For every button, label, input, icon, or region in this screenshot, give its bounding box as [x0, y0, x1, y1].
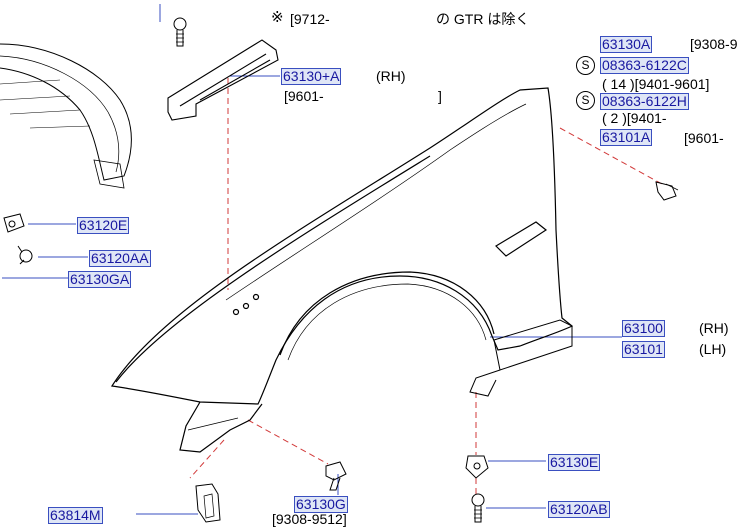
- part-63130ga[interactable]: 63130GA: [68, 271, 132, 288]
- part-63120ab[interactable]: 63120AB: [548, 501, 610, 518]
- part-63101[interactable]: 63101: [622, 341, 665, 358]
- qty-08363-6122h: ( 2 )[9401-: [602, 110, 667, 126]
- clip-63130g: [325, 461, 347, 491]
- date-63101a: [9601-: [684, 130, 724, 146]
- leader-lines: [2, 4, 622, 515]
- part-63814m[interactable]: 63814M: [48, 507, 103, 524]
- date-63130plusa: [9601-: [284, 88, 324, 104]
- part-08363-6122c[interactable]: 08363-6122C: [600, 57, 689, 74]
- part-08363-6122h[interactable]: 08363-6122H: [600, 93, 689, 110]
- side-63101: (LH): [699, 341, 727, 357]
- part-63100[interactable]: 63100: [622, 320, 665, 337]
- part-63120e[interactable]: 63120E: [77, 217, 130, 234]
- fender-bracket-upper: [167, 39, 279, 121]
- part-63130e[interactable]: 63130E: [548, 454, 601, 471]
- date-63130g: [9308-9512]: [272, 511, 347, 527]
- part-63101a[interactable]: 63101A: [600, 129, 653, 146]
- note-mark: ※: [271, 9, 284, 26]
- part-63120aa[interactable]: 63120AA: [89, 250, 151, 267]
- wheel-liner: [0, 43, 132, 189]
- qty-08363-6122c: ( 14 )[9401-9601]: [602, 76, 710, 92]
- side-63130plusa: (RH): [376, 68, 406, 84]
- screw-63120aa: [17, 245, 33, 265]
- note-text: の GTR は除く: [436, 11, 530, 27]
- side-63100: (RH): [699, 320, 729, 336]
- s-badge-1: S: [576, 56, 595, 75]
- range-63130a: [9308-9: [690, 36, 738, 52]
- part-63130a[interactable]: 63130A: [600, 36, 653, 53]
- dashed-leaders: [189, 78, 663, 495]
- note-date: [9712-: [290, 11, 330, 27]
- screw-63120ab: [471, 493, 485, 523]
- s-badge-2: S: [576, 91, 595, 110]
- seal-63814m: [195, 483, 221, 523]
- front-fender: [110, 87, 574, 453]
- clip-63130e: [465, 455, 489, 479]
- date-close-63130plusa: ]: [438, 88, 442, 104]
- part-63130plusa[interactable]: 63130+A: [281, 68, 342, 85]
- bolt-fender: [655, 181, 679, 201]
- part-63130g[interactable]: 63130G: [294, 496, 348, 513]
- screw-top: [173, 17, 187, 47]
- clip-63120e: [3, 213, 25, 233]
